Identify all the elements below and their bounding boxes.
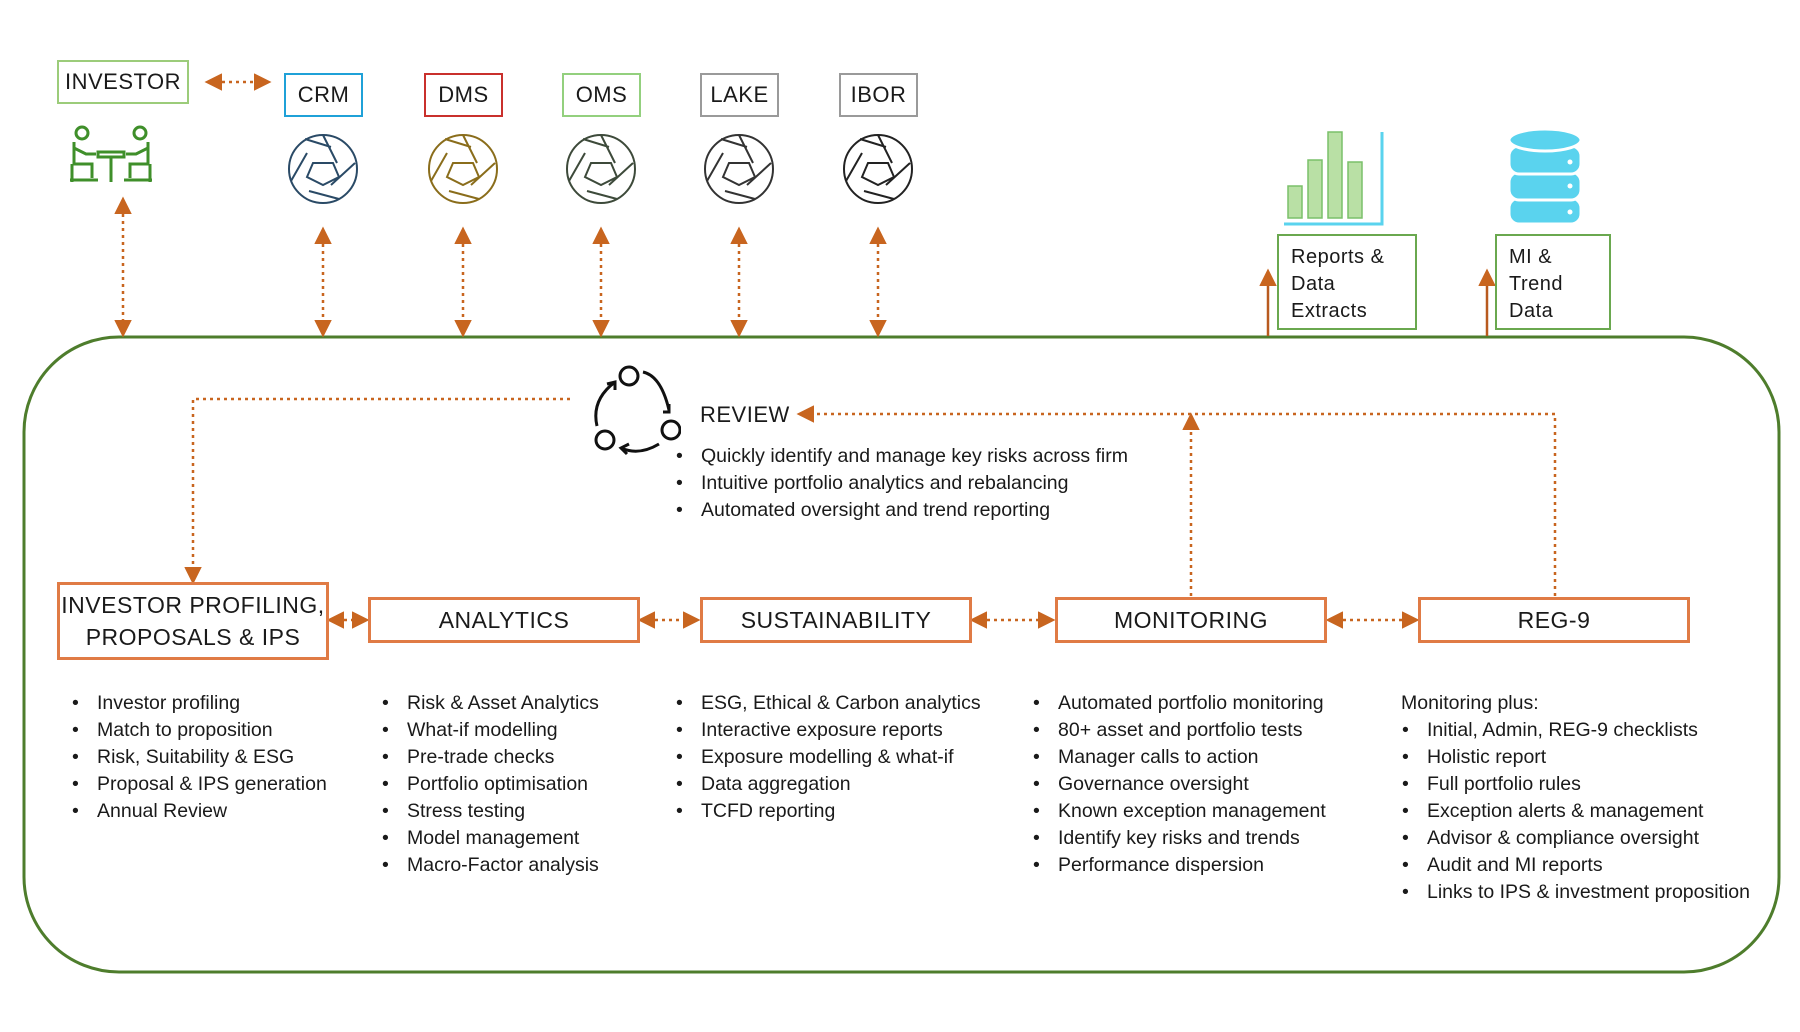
crm-box[interactable]: CRM xyxy=(284,73,363,117)
ibor-box[interactable]: IBOR xyxy=(839,73,918,117)
review-bullet: Automated oversight and trend reporting xyxy=(676,497,1128,524)
reg9-bullet: Holistic report xyxy=(1402,744,1750,771)
analytics-bullet: Portfolio optimisation xyxy=(382,771,599,798)
review-title: REVIEW xyxy=(700,402,790,427)
monitoring-bullet: Manager calls to action xyxy=(1033,744,1326,771)
mi-trend-data-box[interactable]: MI & Trend Data xyxy=(1495,234,1611,330)
analytics-stage-title: ANALYTICS xyxy=(438,606,570,633)
analytics-bullet: Pre-trade checks xyxy=(382,744,599,771)
crm-aperture-icon xyxy=(288,134,358,204)
sustainability-bullet: Interactive exposure reports xyxy=(676,717,981,744)
lake-aperture-icon xyxy=(704,134,774,204)
reg9-bullets: Initial, Admin, REG-9 checklists Holisti… xyxy=(1401,717,1750,906)
monitoring-bullet: Governance oversight xyxy=(1033,771,1326,798)
people-at-table-icon xyxy=(70,125,152,182)
database-icon xyxy=(1507,127,1583,226)
reg9-bullet: Links to IPS & investment proposition xyxy=(1402,879,1750,906)
ibor-aperture-icon xyxy=(843,134,913,204)
bar-chart-icon xyxy=(1284,131,1384,226)
crm-label: CRM xyxy=(297,82,350,107)
reg9-bullet: Full portfolio rules xyxy=(1402,771,1750,798)
analytics-stage-box[interactable]: ANALYTICS xyxy=(368,597,640,643)
sustainability-bullet: Data aggregation xyxy=(676,771,981,798)
review-to-profiling-connector xyxy=(184,397,570,585)
analytics-bullet: Macro-Factor analysis xyxy=(382,852,599,879)
reports-data-extracts-box[interactable]: Reports & Data Extracts xyxy=(1277,234,1417,330)
reg9-bullet: Audit and MI reports xyxy=(1402,852,1750,879)
sustainability-bullet: ESG, Ethical & Carbon analytics xyxy=(676,690,981,717)
sustainability-bullet: Exposure modelling & what-if xyxy=(676,744,981,771)
monitoring-stage-title: MONITORING xyxy=(1113,606,1269,633)
profiling-stage-box[interactable]: INVESTOR PROFILING, PROPOSALS & IPS xyxy=(57,582,329,660)
reg9-to-review-connector xyxy=(796,405,1557,596)
reg9-stage-box[interactable]: REG-9 xyxy=(1418,597,1690,643)
monitoring-stage-box[interactable]: MONITORING xyxy=(1055,597,1327,643)
lake-label: LAKE xyxy=(710,82,769,107)
reg9-bullet: Exception alerts & management xyxy=(1402,798,1750,825)
monitoring-bullets: Automated portfolio monitoring 80+ asset… xyxy=(1032,690,1326,879)
analytics-bullet: Model management xyxy=(382,825,599,852)
sustainability-stage-title: SUSTAINABILITY xyxy=(740,606,932,633)
profiling-bullets: Investor profiling Match to proposition … xyxy=(71,690,327,825)
profiling-bullet: Proposal & IPS generation xyxy=(72,771,327,798)
dms-label: DMS xyxy=(438,82,489,107)
monitoring-bullet: Known exception management xyxy=(1033,798,1326,825)
oms-label: OMS xyxy=(575,82,628,107)
investor-box[interactable]: INVESTOR xyxy=(57,60,189,104)
monitoring-bullet: Identify key risks and trends xyxy=(1033,825,1326,852)
dms-aperture-icon xyxy=(428,134,498,204)
profiling-bullet: Match to proposition xyxy=(72,717,327,744)
mi-trend-data-label: MI & Trend Data xyxy=(1509,246,1564,322)
investor-label: INVESTOR xyxy=(64,69,182,94)
oms-box[interactable]: OMS xyxy=(562,73,641,117)
profiling-stage-title: INVESTOR PROFILING, PROPOSALS & IPS xyxy=(61,592,325,650)
ibor-label: IBOR xyxy=(850,82,907,107)
sustainability-stage-box[interactable]: SUSTAINABILITY xyxy=(700,597,972,643)
reg9-intro: Monitoring plus: xyxy=(1401,692,1539,714)
profiling-bullet: Risk, Suitability & ESG xyxy=(72,744,327,771)
oms-aperture-icon xyxy=(566,134,636,204)
lake-box[interactable]: LAKE xyxy=(700,73,779,117)
platform-container xyxy=(22,335,1781,974)
sustainability-bullets: ESG, Ethical & Carbon analytics Interact… xyxy=(675,690,981,825)
analytics-bullet: Risk & Asset Analytics xyxy=(382,690,599,717)
profiling-bullet: Annual Review xyxy=(72,798,327,825)
sustainability-bullet: TCFD reporting xyxy=(676,798,981,825)
dms-box[interactable]: DMS xyxy=(424,73,503,117)
reg9-stage-title: REG-9 xyxy=(1517,606,1591,633)
cycle-icon xyxy=(594,365,681,456)
profiling-bullet: Investor profiling xyxy=(72,690,327,717)
analytics-bullet: Stress testing xyxy=(382,798,599,825)
monitoring-bullet: Performance dispersion xyxy=(1033,852,1326,879)
review-bullet: Intuitive portfolio analytics and rebala… xyxy=(676,470,1128,497)
monitoring-bullet: 80+ asset and portfolio tests xyxy=(1033,717,1326,744)
analytics-bullet: What-if modelling xyxy=(382,717,599,744)
review-bullet: Quickly identify and manage key risks ac… xyxy=(676,443,1128,470)
reg9-bullet: Advisor & compliance oversight xyxy=(1402,825,1750,852)
reports-data-extracts-label: Reports & Data Extracts xyxy=(1291,246,1385,322)
monitoring-bullet: Automated portfolio monitoring xyxy=(1033,690,1326,717)
analytics-bullets: Risk & Asset Analytics What-if modelling… xyxy=(381,690,599,879)
reg9-bullet: Initial, Admin, REG-9 checklists xyxy=(1402,717,1750,744)
review-bullets: Quickly identify and manage key risks ac… xyxy=(675,443,1128,524)
